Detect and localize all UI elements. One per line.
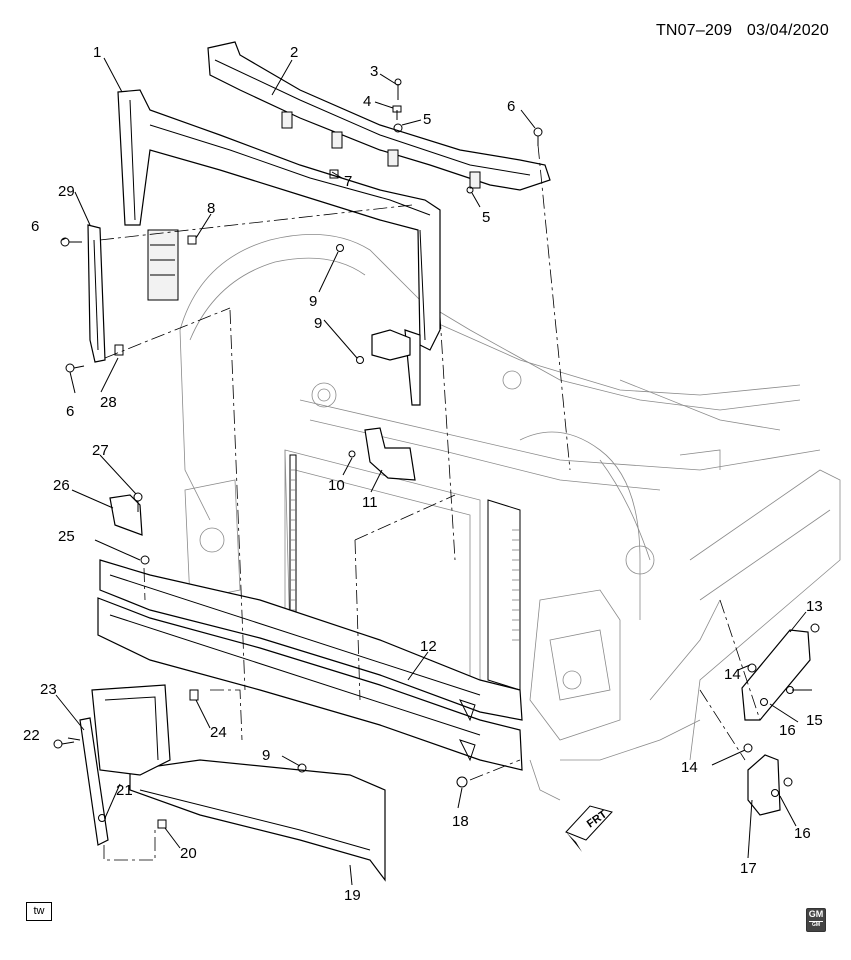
callout-21: 21 (116, 782, 133, 799)
callout-9c: 9 (262, 747, 270, 764)
callout-19: 19 (344, 887, 361, 904)
gm-logo-sub: GM (809, 921, 823, 929)
callout-18: 18 (452, 813, 469, 830)
callout-17: 17 (740, 860, 757, 877)
vehicle-body-background (179, 233, 841, 801)
callout-29: 29 (58, 183, 75, 200)
centerlines (99, 144, 761, 861)
callout-13: 13 (806, 598, 823, 615)
drawing-date: 03/04/2020 (746, 22, 829, 39)
callout-5b: 5 (482, 209, 490, 226)
callout-11: 11 (362, 494, 378, 511)
callout-6c: 6 (66, 403, 74, 420)
callout-5a: 5 (423, 111, 431, 128)
callout-15: 15 (806, 712, 823, 729)
callout-4: 4 (363, 93, 371, 110)
hood-latch-bracket (109, 494, 143, 536)
lower-deflector-strap (79, 717, 109, 846)
callout-6b: 6 (31, 218, 39, 235)
radiator-support-upper (117, 89, 441, 406)
gm-logo: GM GM (806, 908, 826, 932)
gm-logo-text: GM (808, 909, 824, 919)
callout-14a: 14 (724, 666, 741, 683)
upper-radiator-support-bracket (207, 41, 551, 191)
callout-16b: 16 (794, 825, 811, 842)
callout-12: 12 (420, 638, 437, 655)
front-direction-arrow: FRT (565, 805, 613, 852)
lower-air-deflector (91, 684, 386, 882)
callout-20: 20 (180, 845, 197, 862)
fasteners (53, 78, 820, 829)
callout-14b: 14 (681, 759, 698, 776)
tw-label-box: tw (26, 902, 52, 921)
front-bumper-impact-bar (97, 559, 523, 771)
air-baffle-bracket (364, 427, 416, 481)
callout-28: 28 (100, 394, 117, 411)
callout-6a: 6 (507, 98, 515, 115)
callout-1: 1 (93, 44, 101, 61)
callout-10: 10 (328, 477, 345, 494)
drawing-id: TN07–209 (655, 22, 733, 39)
callout-9b: 9 (314, 315, 322, 332)
radiator-support-side-brace (87, 224, 106, 363)
callout-9a: 9 (309, 293, 317, 310)
callout-25: 25 (58, 528, 75, 545)
callout-27: 27 (92, 442, 109, 459)
side-air-deflector-lower (747, 754, 781, 816)
callout-8: 8 (207, 200, 215, 217)
callout-3: 3 (370, 63, 378, 80)
callout-7: 7 (344, 173, 352, 190)
callout-24: 24 (210, 724, 227, 741)
callout-22: 22 (23, 727, 40, 744)
callout-26: 26 (53, 477, 70, 494)
callout-labels: 1 2 3 4 5 5 6 6 6 7 8 9 9 9 10 11 12 13 … (23, 44, 823, 904)
drawing-header: TN07–209 03/04/2020 (646, 22, 829, 40)
callout-23: 23 (40, 681, 57, 698)
leader-lines (55, 57, 812, 886)
callout-2: 2 (290, 44, 298, 61)
side-air-deflector-upper (741, 629, 811, 721)
callout-16a: 16 (779, 722, 796, 739)
